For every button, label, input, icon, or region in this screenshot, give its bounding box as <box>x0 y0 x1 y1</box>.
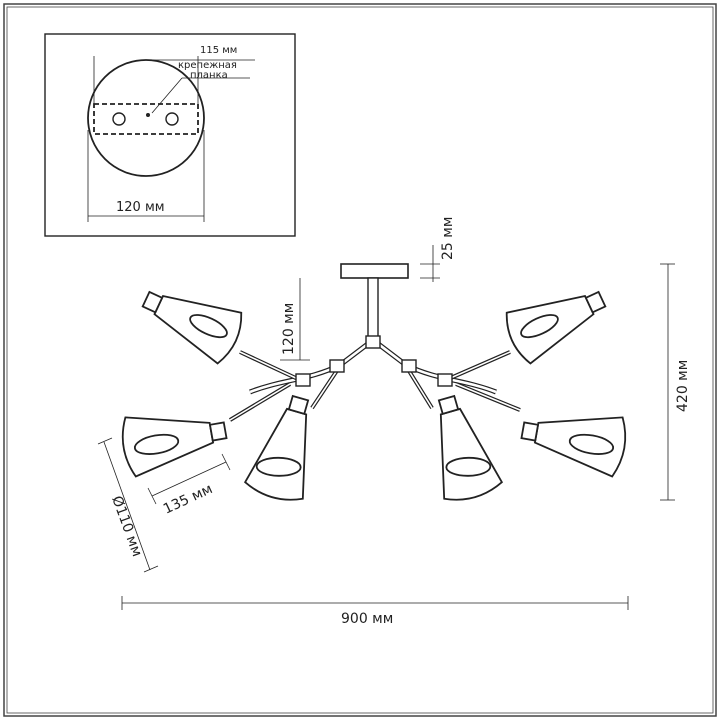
bracket-label-1: крепежная <box>178 60 237 71</box>
outer-frame <box>3 3 717 717</box>
shade-top-left <box>141 290 243 365</box>
diameter-label: 120 мм <box>116 200 165 215</box>
total-height-label: 420 мм <box>675 360 691 412</box>
canopy-height-label: 25 мм <box>440 217 456 260</box>
joint <box>295 373 311 387</box>
canopy <box>340 263 409 341</box>
screw-hole-right <box>165 112 179 126</box>
shade-top-right <box>505 290 607 365</box>
shade-inner-left <box>243 394 310 501</box>
joint <box>437 373 453 387</box>
shade-mid-right <box>520 416 627 478</box>
stem-height-label: 120 мм <box>281 303 297 355</box>
screw-hole-left <box>112 112 126 126</box>
total-width-dim: 900 мм <box>121 596 629 627</box>
canopy-circle <box>87 59 205 177</box>
joint <box>365 335 381 349</box>
shade-diameter-label: Ø110 мм <box>108 494 145 559</box>
stem <box>367 277 379 341</box>
total-height-dim: 420 мм <box>660 263 691 501</box>
canopy-plate <box>340 263 409 279</box>
shade-length-label: 135 мм <box>161 481 215 518</box>
bracket-label-2: планка <box>190 70 228 81</box>
plate-width-label: 115 мм <box>200 45 237 56</box>
mount-plate-inset: 115 мм крепежная планка 120 мм <box>44 33 296 237</box>
inset-frame <box>44 33 296 237</box>
mounting-bracket <box>93 103 199 135</box>
frame-arms <box>228 335 521 422</box>
shade-inner-right <box>437 394 504 501</box>
stem-height-dim: 120 мм <box>280 278 310 361</box>
inner-frame <box>6 6 714 714</box>
shade-mid-left <box>121 416 228 478</box>
center-point <box>146 113 150 117</box>
canopy-height-dim: 25 мм <box>420 217 456 282</box>
bracket-leader <box>151 77 183 114</box>
joint <box>329 359 345 373</box>
joint <box>401 359 417 373</box>
shades <box>121 290 627 501</box>
total-width-label: 900 мм <box>341 611 393 627</box>
